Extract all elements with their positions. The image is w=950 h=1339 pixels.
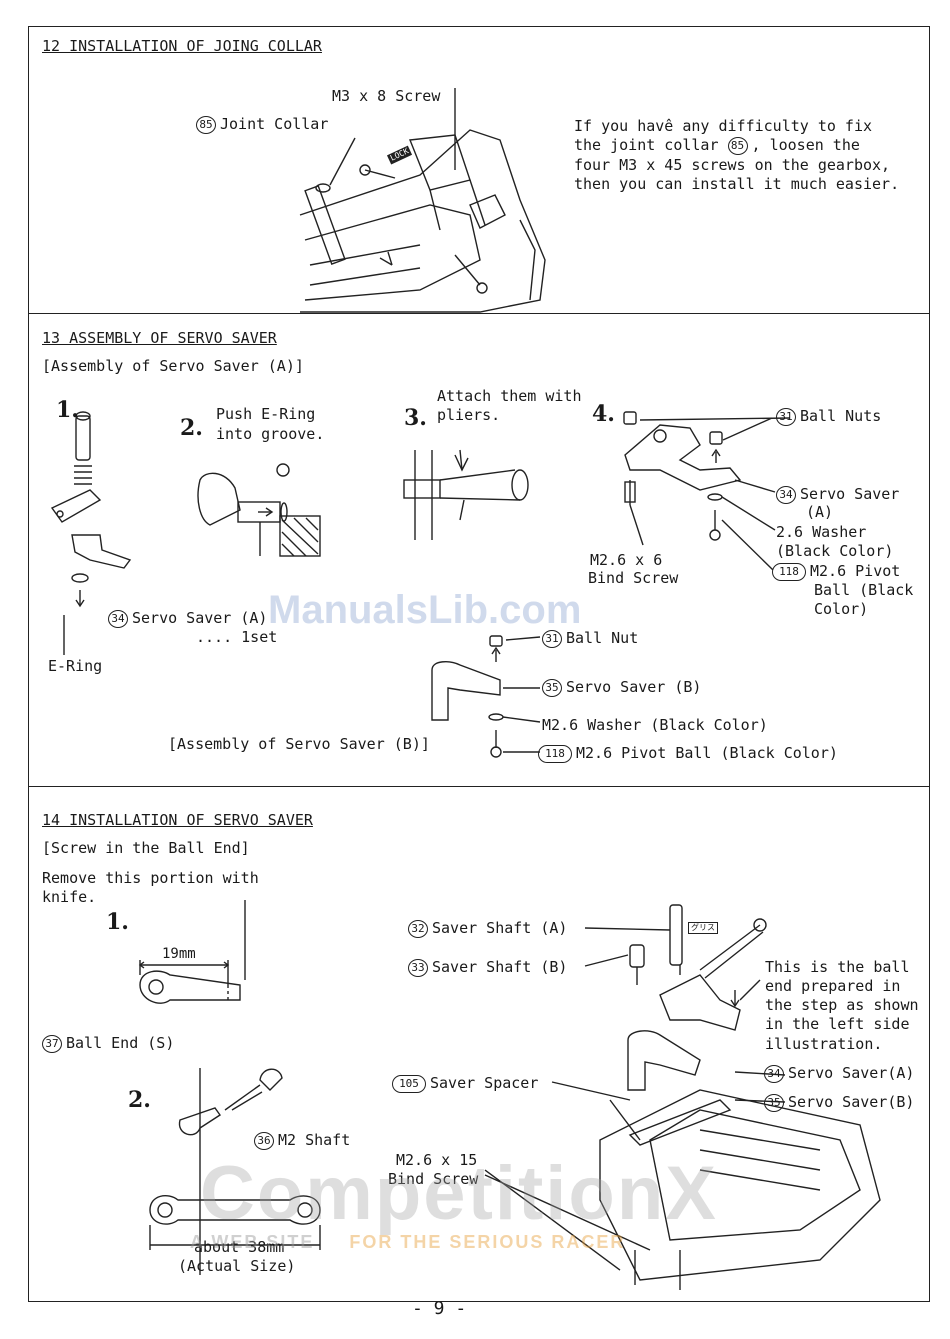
label-b-washer: M2.6 Washer (Black Color) [542, 716, 768, 734]
label-pivot-ball-3: Color) [814, 600, 869, 618]
grease-tag: グリス [688, 922, 718, 934]
competitionx-tagline: A WEB SITE FOR THE SERIOUS RACER [190, 1232, 626, 1252]
label-bind-screw-15-1: M2.6 x 15 [396, 1151, 478, 1169]
note-line-3: four M3 x 45 screws on the gearbox, [574, 156, 891, 174]
note-ball-end-1: This is the ball [765, 958, 910, 976]
ball-end-illustration [138, 900, 321, 1275]
step4-illustration [623, 411, 791, 571]
gearbox-collar-illustration [299, 88, 546, 313]
divider-13-14 [28, 786, 930, 787]
section-14-heading: 14 INSTALLATION OF SERVO SAVER [42, 811, 313, 829]
step1-illustration [50, 411, 132, 655]
note-line-2: the joint collar 85, loosen the [574, 136, 860, 155]
subheading-servo-saver-a: [Assembly of Servo Saver (A)] [42, 357, 304, 375]
subheading-servo-saver-b: [Assembly of Servo Saver (B)] [168, 735, 430, 753]
subheading-ball-end: [Screw in the Ball End] [42, 839, 250, 857]
servo-saver-b-illustration [431, 635, 541, 758]
label-set-quantity: .... 1set [196, 628, 278, 646]
s14-step-2-number: 2. [128, 1087, 151, 1113]
label-bind-screw-1: M2.6 x 6 [590, 551, 663, 569]
step-2-text-2: into groove. [216, 425, 325, 443]
servo-saver-install-illustration [484, 904, 881, 1290]
label-servo-saver-a-2: (A) [806, 503, 834, 521]
label-pivot-ball-2: Ball (Black [814, 581, 914, 599]
page-frame [28, 26, 930, 1302]
step2-illustration [197, 463, 321, 557]
part-number-badge: 85 [196, 115, 216, 134]
section-13-heading: 13 ASSEMBLY OF SERVO SAVER [42, 329, 277, 347]
label-washer-1: 2.6 Washer [776, 523, 867, 541]
dimension-19mm: 19mm [162, 946, 196, 962]
label-bind-screw-2: Bind Screw [588, 569, 679, 587]
s14-step-1-number: 1. [106, 909, 129, 935]
step-3-number: 3. [404, 405, 427, 431]
label-e-ring: E-Ring [48, 657, 103, 675]
step-3-text-2: pliers. [437, 406, 501, 424]
step-3-text-1: Attach them with [437, 387, 582, 405]
page-number: - 9 - [412, 1298, 467, 1319]
note-ball-end-3: the step as shown [765, 996, 919, 1014]
step-4-number: 4. [592, 401, 615, 427]
label-washer-2: (Black Color) [776, 542, 894, 560]
label-about-38mm: about 38mm [194, 1238, 285, 1256]
step-2-text-1: Push E-Ring [216, 405, 316, 423]
step-1-number: 1. [56, 397, 79, 423]
manualslib-watermark: ManualsLib.com [268, 588, 582, 632]
note-ball-end-5: illustration. [765, 1035, 883, 1053]
label-bind-screw-15-2: Bind Screw [388, 1170, 479, 1188]
step-2-number: 2. [180, 415, 203, 441]
remove-text-2: knife. [42, 888, 97, 906]
competitionx-watermark: CompetitionX [200, 1151, 718, 1236]
note-ball-end-4: in the left side [765, 1015, 910, 1033]
divider-12-13 [28, 313, 930, 314]
step3-illustration [403, 449, 529, 540]
note-line-1: If you havê any difficulty to fix [574, 117, 873, 135]
note-line-4: then you can install it much easier. [574, 175, 900, 193]
label-m3x8-screw: M3 x 8 Screw [332, 87, 441, 105]
label-actual-size: (Actual Size) [178, 1257, 296, 1275]
section-12-heading: 12 INSTALLATION OF JOING COLLAR [42, 37, 322, 55]
remove-text-1: Remove this portion with [42, 869, 259, 887]
note-ball-end-2: end prepared in [765, 977, 901, 995]
